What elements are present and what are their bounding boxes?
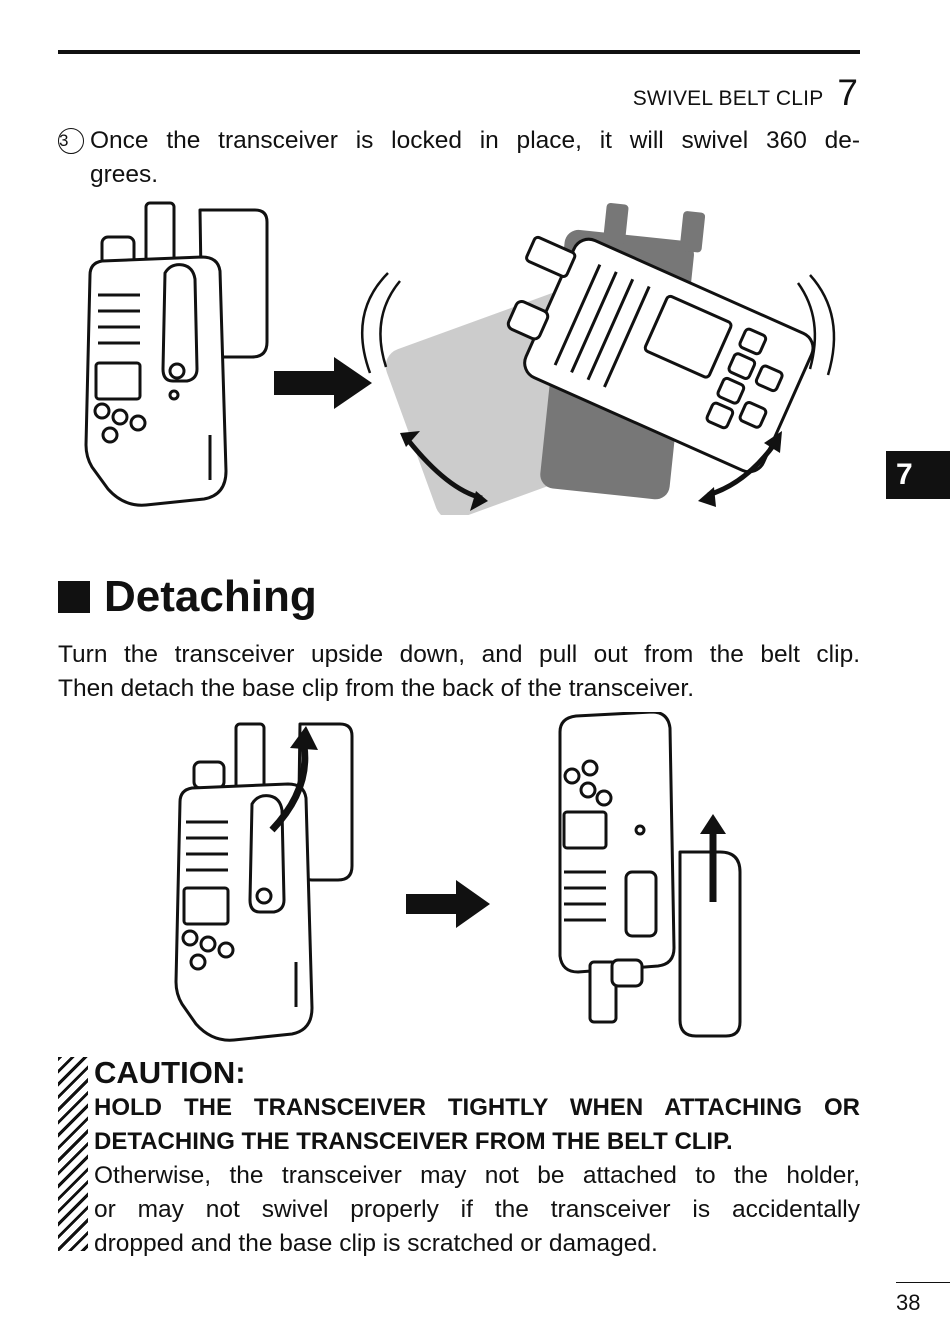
caution-hatch	[58, 1057, 88, 1251]
caution-box: CAUTION: HOLD THE TRANSCEIVER TIGHTLY WH…	[58, 1055, 860, 1261]
detaching-illustration	[174, 712, 742, 1042]
detaching-line1: Turn the transceiver upside down, and pu…	[58, 641, 860, 668]
detaching-heading: Detaching	[58, 572, 317, 622]
top-rule	[58, 50, 860, 54]
step-3-line2: grees.	[90, 161, 159, 188]
detaching-line2: Then detach the base clip from the back …	[58, 675, 694, 702]
detaching-heading-text: Detaching	[104, 572, 317, 621]
caution-body-line2: or may not swivel properly if the transc…	[94, 1196, 860, 1223]
swivel-illustration	[84, 201, 836, 515]
caution-body-line1: Otherwise, the transceiver may not be at…	[94, 1162, 860, 1189]
caution-bold-line1: HOLD THE TRANSCEIVER TIGHTLY WHEN ATTACH…	[94, 1094, 860, 1121]
step-3-line1: Once the transceiver is locked in place,…	[90, 127, 860, 154]
section-title: SWIVEL BELT CLIP	[632, 87, 824, 110]
step-marker: 3	[58, 128, 84, 154]
section-header: SWIVEL BELT CLIP 7	[633, 74, 858, 111]
page-number: 38	[896, 1290, 921, 1315]
caution-bold-line2: DETACHING THE TRANSCEIVER FROM THE BELT …	[94, 1128, 733, 1155]
page-number-rule	[896, 1282, 950, 1283]
chapter-tab: 7	[886, 451, 950, 499]
section-number: 7	[837, 72, 858, 113]
heading-square-icon	[58, 581, 90, 613]
caution-body-line3: dropped and the base clip is scratched o…	[94, 1230, 658, 1257]
detaching-paragraph: Turn the transceiver upside down, and pu…	[58, 638, 860, 706]
caution-title: CAUTION:	[94, 1055, 246, 1090]
